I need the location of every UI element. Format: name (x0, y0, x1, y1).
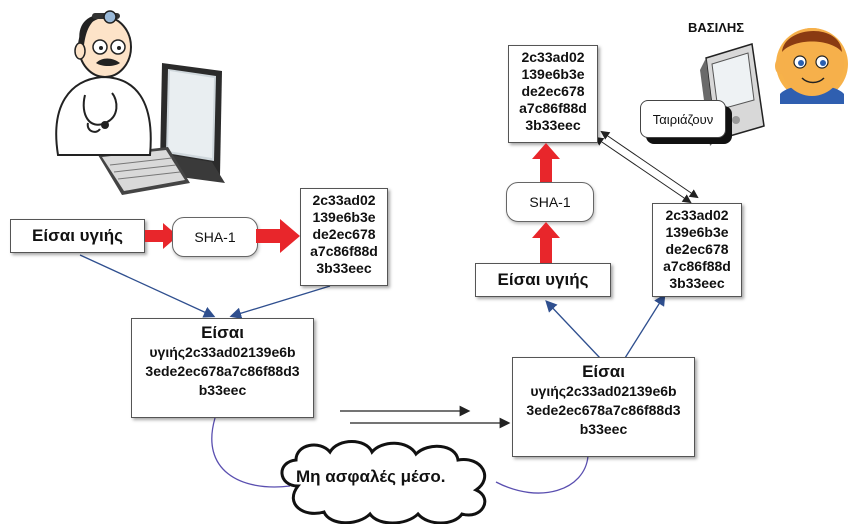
hash-line: a7c86f88d (663, 258, 731, 274)
received-hash-box-right: 2c33ad02 139e6b3e de2ec678 a7c86f88d 3b3… (652, 203, 742, 297)
computed-hash-box-right: 2c33ad02 139e6b3e de2ec678 a7c86f88d 3b3… (508, 45, 598, 143)
hash-line: 139e6b3e (312, 209, 376, 225)
keyboard-icon (98, 147, 190, 195)
hash-line: 2c33ad02 (665, 207, 729, 223)
head-mirror-icon (103, 10, 117, 24)
hash-line: de2ec678 (312, 226, 376, 242)
hash-line: 139e6b3e (521, 66, 585, 82)
hash-line: de2ec678 (521, 83, 585, 99)
arrow-message-to-combined-left (79, 254, 216, 318)
hash-line: 3b33eec (525, 117, 581, 133)
combined-message-box-left: Είσαι υγιής2c33ad02139e6b 3ede2ec678a7c8… (131, 318, 314, 418)
hash-line: de2ec678 (665, 241, 729, 257)
sender-message-text: Είσαι υγιής (32, 226, 123, 245)
combined-title: Είσαι (582, 362, 625, 381)
compare-arrow-1 (594, 136, 692, 204)
arrow-combined-to-message-right (545, 300, 601, 359)
hash-line: 139e6b3e (665, 224, 729, 240)
sha1-box-right: SHA-1 (506, 182, 594, 222)
hash-line: a7c86f88d (519, 100, 587, 116)
combined-line: υγιής2c33ad02139e6b (530, 383, 677, 399)
compare-arrow-2 (600, 130, 699, 199)
receiver-name: ΒΑΣΙΛΗΣ (688, 20, 745, 35)
doctor-body (55, 75, 152, 156)
red-arrow-sha-to-hash-right (532, 143, 560, 182)
combined-title: Είσαι (201, 323, 244, 342)
hash-line: 2c33ad02 (521, 49, 585, 65)
combined-message-box-right: Είσαι υγιής2c33ad02139e6b 3ede2ec678a7c8… (512, 357, 695, 457)
insecure-channel-label: Μη ασφαλές μέσο. (296, 467, 446, 486)
channel-curve-left (211, 417, 291, 488)
hash-line: 3b33eec (669, 275, 725, 291)
hash-line: 2c33ad02 (312, 192, 376, 208)
arrow-hash-to-combined-left (229, 285, 331, 319)
receiver-message-box: Είσαι υγιής (475, 263, 611, 297)
arrow-combined-to-hash-right (624, 293, 666, 359)
red-arrow-sha-to-hash-left (256, 219, 300, 253)
combined-line: 3ede2ec678a7c86f88d3 (145, 363, 300, 379)
combined-line: b33eec (579, 421, 628, 437)
red-arrow-message-to-sha-left (145, 223, 178, 249)
combined-line: b33eec (198, 382, 247, 398)
monitor-icon (160, 63, 225, 183)
sender-message-box: Είσαι υγιής (10, 219, 145, 253)
combined-line: υγιής2c33ad02139e6b (149, 344, 296, 360)
hash-line: a7c86f88d (310, 243, 378, 259)
combined-line: 3ede2ec678a7c86f88d3 (526, 402, 681, 418)
match-label: Ταιριάζουν (652, 111, 714, 127)
sha1-label-right: SHA-1 (529, 194, 571, 210)
sha1-label-left: SHA-1 (194, 229, 236, 245)
hash-line: 3b33eec (316, 260, 372, 276)
receiver-avatar (775, 28, 848, 104)
insecure-channel-cloud (280, 440, 487, 524)
match-label-box: Ταιριάζουν (640, 100, 726, 138)
hash-box-left: 2c33ad02 139e6b3e de2ec678 a7c86f88d 3b3… (300, 188, 388, 286)
red-arrow-message-to-sha-right (532, 222, 560, 263)
receiver-message-text: Είσαι υγιής (497, 270, 589, 289)
sha1-box-left: SHA-1 (172, 217, 258, 257)
channel-curve-right (495, 455, 589, 494)
doctor-at-computer-illustration (55, 10, 225, 195)
